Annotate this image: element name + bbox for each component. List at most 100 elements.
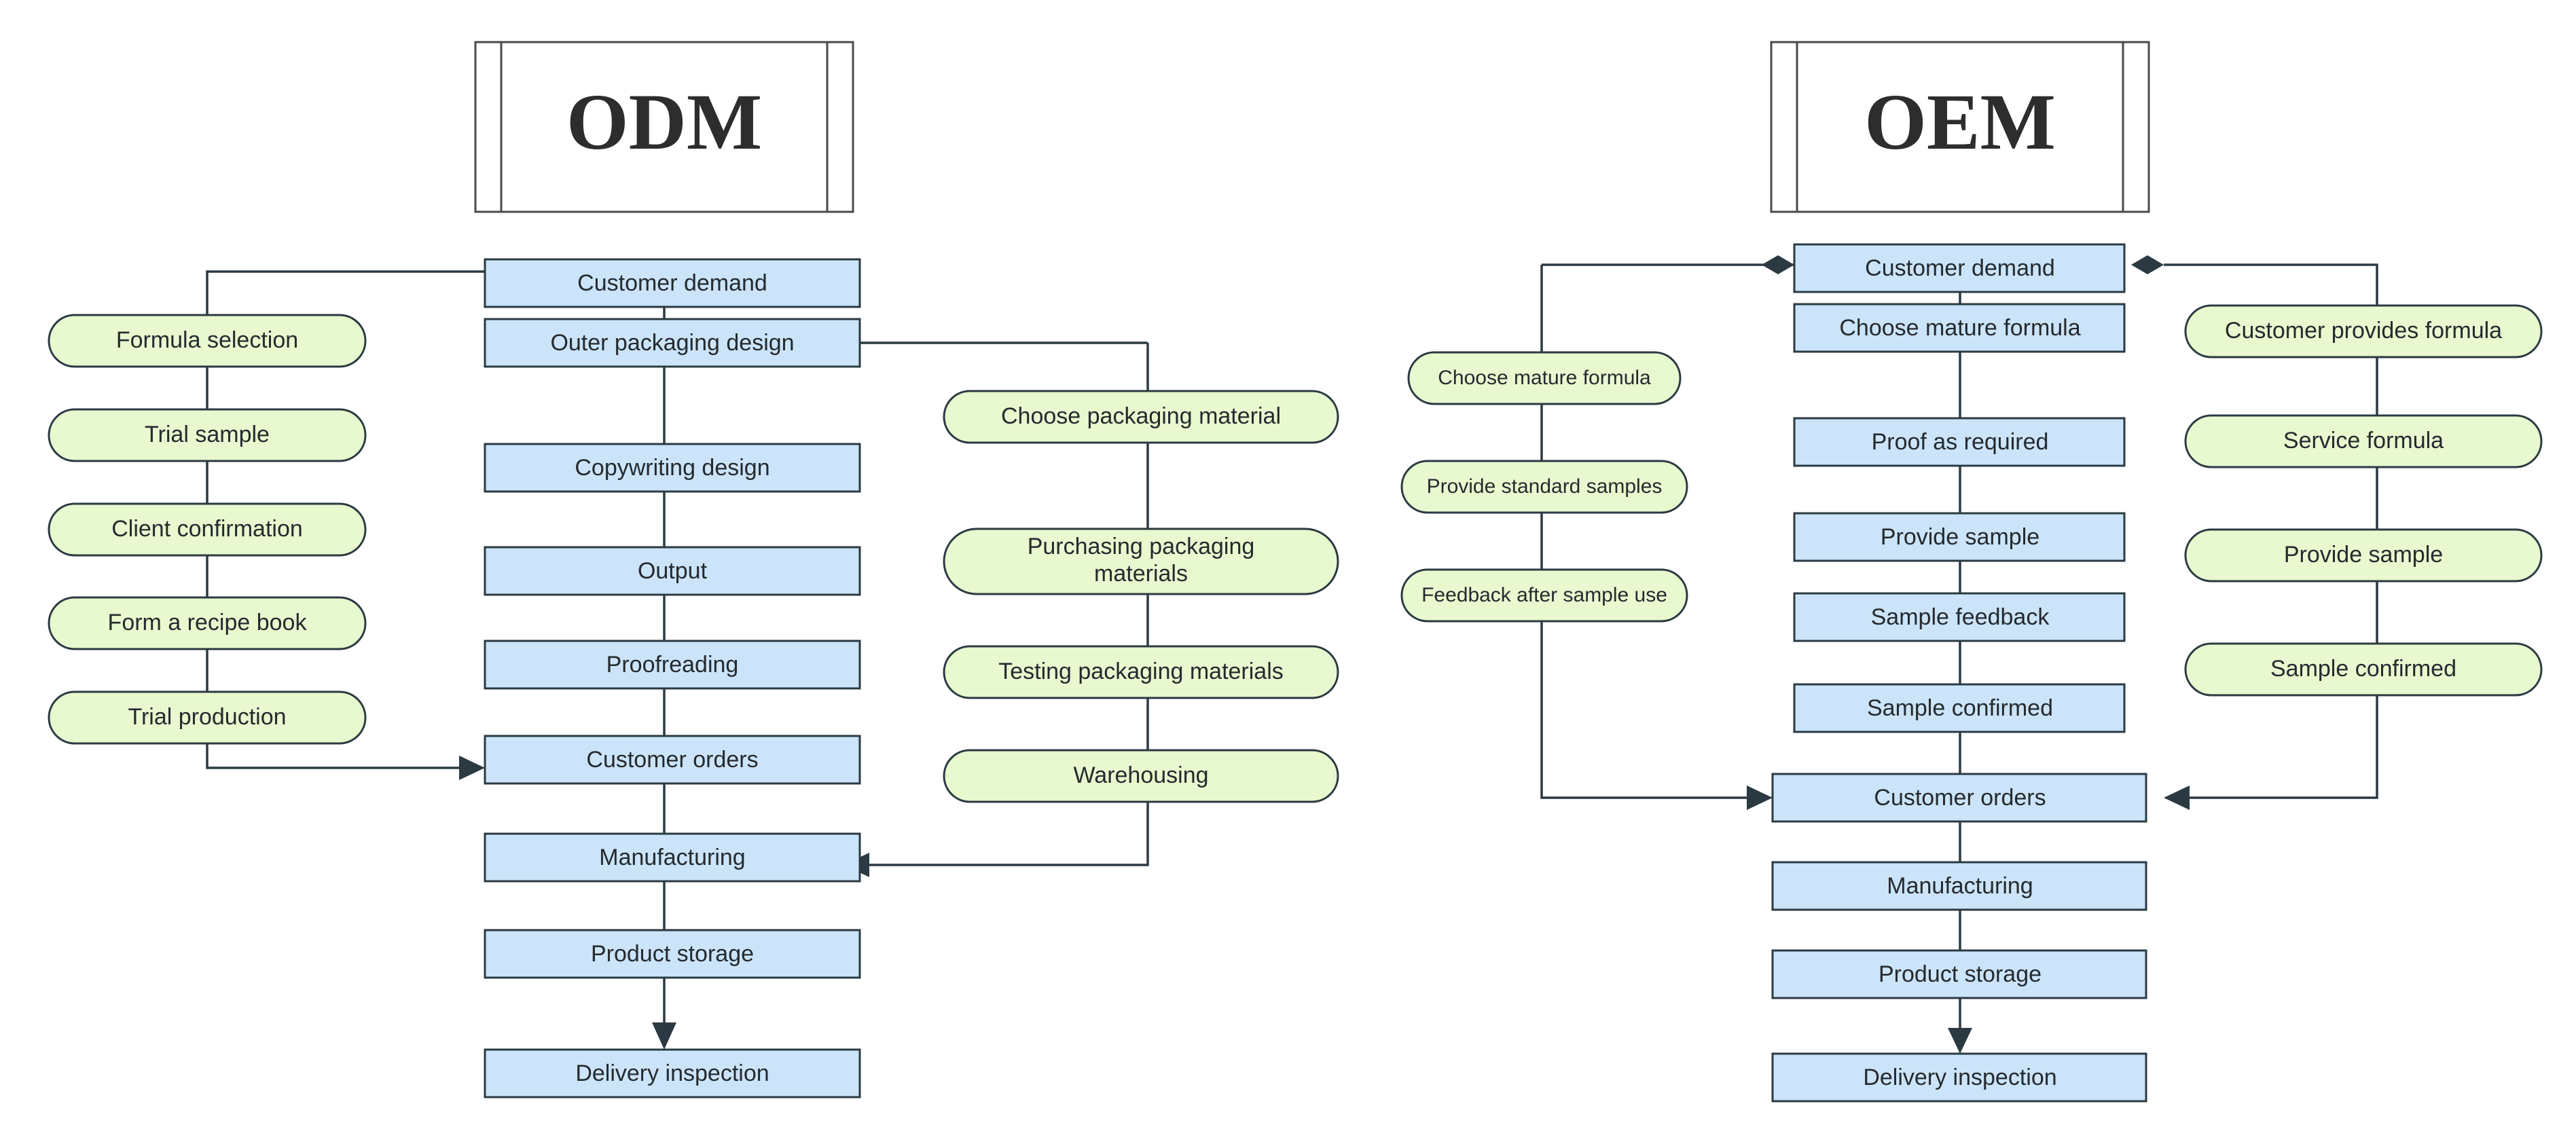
oem-node-proof-as-required-label: Proof as required [1872, 429, 2049, 455]
odm-node-customer-orders[interactable]: Customer orders [484, 735, 861, 785]
odm-right-node-warehousing-shape[interactable] [943, 749, 1339, 803]
odm-node-manufacturing[interactable]: Manufacturing [484, 832, 861, 883]
odm-node-manufacturing-shape[interactable] [484, 832, 861, 883]
odm-node-proofreading[interactable]: Proofreading [484, 640, 861, 690]
odm-right-node-testing-packaging-materials[interactable]: Testing packaging materials [943, 645, 1339, 699]
odm-left-branch: Formula selection Trial sample Client co… [48, 314, 367, 745]
odm-node-outer-packaging-design-shape[interactable] [484, 318, 861, 368]
oem-left-node-provide-standard-samples-label: Provide standard samples [1427, 475, 1663, 498]
oem-right-node-sample-confirmed-shape[interactable] [2184, 642, 2543, 697]
oem-node-sample-feedback-label: Sample feedback [1871, 604, 2050, 630]
odm-right-node-testing-packaging-materials-label: Testing packaging materials [998, 659, 1284, 684]
odm-title-frame [474, 41, 854, 213]
odm-node-output-shape[interactable] [484, 546, 861, 596]
oem-conn-demand-to-right [2164, 263, 2378, 306]
oem-right-node-customer-provides-formula-label: Customer provides formula [2225, 318, 2502, 344]
odm-node-customer-demand-shape[interactable] [484, 258, 861, 308]
odm-left-node-trial-sample[interactable]: Trial sample [48, 408, 367, 462]
oem-node-sample-confirmed-shape[interactable] [1793, 683, 2126, 733]
oem-right-node-service-formula[interactable]: Service formula [2184, 414, 2543, 468]
oem-conn-right-to-orders [2180, 695, 2378, 799]
oem-node-delivery-inspection[interactable]: Delivery inspection [1771, 1052, 2147, 1103]
odm-node-customer-orders-shape[interactable] [484, 735, 861, 785]
oem-right-node-customer-provides-formula[interactable]: Customer provides formula [2184, 304, 2543, 358]
odm-node-manufacturing-label: Manufacturing [599, 845, 745, 870]
oem-heading: OEM [1864, 77, 2056, 166]
oem-node-proof-as-required[interactable]: Proof as required [1793, 417, 2126, 467]
oem-node-provide-sample-shape[interactable] [1793, 512, 2126, 562]
oem-arrowhead-delivery [1948, 1028, 1972, 1054]
oem-node-customer-orders[interactable]: Customer orders [1771, 773, 2147, 823]
oem-node-product-storage-shape[interactable] [1771, 949, 2147, 999]
oem-node-delivery-inspection-shape[interactable] [1771, 1052, 2147, 1103]
oem-left-node-choose-mature-formula-label: Choose mature formula [1438, 367, 1651, 389]
oem-left-node-feedback-after-sample-use[interactable]: Feedback after sample use [1400, 568, 1688, 623]
odm-right-node-warehousing-label: Warehousing [1073, 762, 1208, 788]
oem-node-provide-sample[interactable]: Provide sample [1793, 512, 2126, 562]
oem-node-sample-confirmed[interactable]: Sample confirmed [1793, 683, 2126, 733]
oem-node-provide-sample-label: Provide sample [1881, 524, 2039, 550]
odm-left-node-trial-sample-shape[interactable] [48, 408, 367, 462]
odm-node-product-storage[interactable]: Product storage [484, 929, 861, 979]
odm-node-delivery-inspection-label: Delivery inspection [575, 1060, 769, 1086]
odm-arrowhead-delivery [652, 1022, 676, 1050]
odm-node-delivery-inspection-shape[interactable] [484, 1048, 861, 1098]
oem-node-manufacturing-shape[interactable] [1771, 861, 2147, 911]
oem-node-customer-orders-shape[interactable] [1771, 773, 2147, 823]
oem-left-node-provide-standard-samples-shape[interactable] [1400, 460, 1688, 514]
odm-right-node-purchasing-packaging-materials-shape[interactable] [943, 528, 1339, 595]
oem-node-sample-feedback[interactable]: Sample feedback [1793, 592, 2126, 642]
oem-node-customer-demand[interactable]: Customer demand [1793, 243, 2126, 293]
oem-left-node-choose-mature-formula-shape[interactable] [1407, 351, 1682, 405]
odm-left-node-formula-selection-label: Formula selection [116, 327, 298, 353]
odm-conn-trial-to-orders [206, 743, 469, 769]
odm-left-node-client-confirmation-shape[interactable] [48, 502, 367, 557]
odm-node-delivery-inspection[interactable]: Delivery inspection [484, 1048, 861, 1098]
odm-left-node-formula-selection[interactable]: Formula selection [48, 314, 367, 368]
odm-right-node-choose-packaging-material-shape[interactable] [943, 390, 1339, 444]
odm-right-branch: Choose packaging material Purchasing pac… [943, 390, 1339, 803]
odm-right-node-purchasing-packaging-materials[interactable]: Purchasing packaging materials [943, 528, 1339, 595]
odm-node-outer-packaging-design[interactable]: Outer packaging design [484, 318, 861, 368]
oem-node-manufacturing-label: Manufacturing [1887, 873, 2033, 899]
oem-left-node-feedback-after-sample-use-shape[interactable] [1400, 568, 1688, 623]
oem-node-product-storage[interactable]: Product storage [1771, 949, 2147, 999]
oem-left-node-provide-standard-samples[interactable]: Provide standard samples [1400, 460, 1688, 514]
oem-right-node-provide-sample-shape[interactable] [2184, 528, 2543, 583]
odm-right-node-choose-packaging-material[interactable]: Choose packaging material [943, 390, 1339, 444]
oem-node-proof-as-required-shape[interactable] [1793, 417, 2126, 467]
oem-diamondhead-demand-right [2131, 255, 2164, 274]
oem-right-node-service-formula-label: Service formula [2283, 428, 2444, 454]
oem-right-node-provide-sample[interactable]: Provide sample [2184, 528, 2543, 583]
oem-node-manufacturing[interactable]: Manufacturing [1771, 861, 2147, 911]
odm-left-node-form-a-recipe-book-label: Form a recipe book [108, 610, 308, 635]
oem-right-node-customer-provides-formula-shape[interactable] [2184, 304, 2543, 358]
odm-left-node-trial-production[interactable]: Trial production [48, 690, 367, 745]
oem-left-node-choose-mature-formula[interactable]: Choose mature formula [1407, 351, 1682, 405]
odm-left-node-trial-production-shape[interactable] [48, 690, 367, 745]
odm-left-node-form-a-recipe-book[interactable]: Form a recipe book [48, 596, 367, 650]
oem-node-choose-mature-formula-label: Choose mature formula [1839, 315, 2080, 341]
oem-node-customer-demand-shape[interactable] [1793, 243, 2126, 293]
oem-left-node-feedback-after-sample-use-label: Feedback after sample use [1421, 584, 1667, 606]
oem-right-node-service-formula-shape[interactable] [2184, 414, 2543, 468]
odm-left-node-client-confirmation[interactable]: Client confirmation [48, 502, 367, 557]
odm-node-output-label: Output [638, 558, 708, 584]
odm-right-node-testing-packaging-materials-shape[interactable] [943, 645, 1339, 699]
odm-node-copywriting-design-shape[interactable] [484, 443, 861, 493]
odm-left-node-formula-selection-shape[interactable] [48, 314, 367, 368]
oem-right-node-sample-confirmed[interactable]: Sample confirmed [2184, 642, 2543, 697]
odm-node-customer-demand[interactable]: Customer demand [484, 258, 861, 308]
odm-node-copywriting-design[interactable]: Copywriting design [484, 443, 861, 493]
odm-node-output[interactable]: Output [484, 546, 861, 596]
odm-right-node-choose-packaging-material-label: Choose packaging material [1001, 403, 1281, 429]
odm-right-node-purchasing-packaging-materials-label-line1: Purchasing packaging [1028, 534, 1255, 559]
odm-left-node-form-a-recipe-book-shape[interactable] [48, 596, 367, 650]
oem-node-sample-feedback-shape[interactable] [1793, 592, 2126, 642]
odm-node-product-storage-shape[interactable] [484, 929, 861, 979]
odm-right-node-warehousing[interactable]: Warehousing [943, 749, 1339, 803]
oem-node-choose-mature-formula-shape[interactable] [1793, 303, 2126, 353]
odm-node-proofreading-shape[interactable] [484, 640, 861, 690]
oem-node-choose-mature-formula[interactable]: Choose mature formula [1793, 303, 2126, 353]
oem-node-sample-confirmed-label: Sample confirmed [1867, 695, 2053, 721]
